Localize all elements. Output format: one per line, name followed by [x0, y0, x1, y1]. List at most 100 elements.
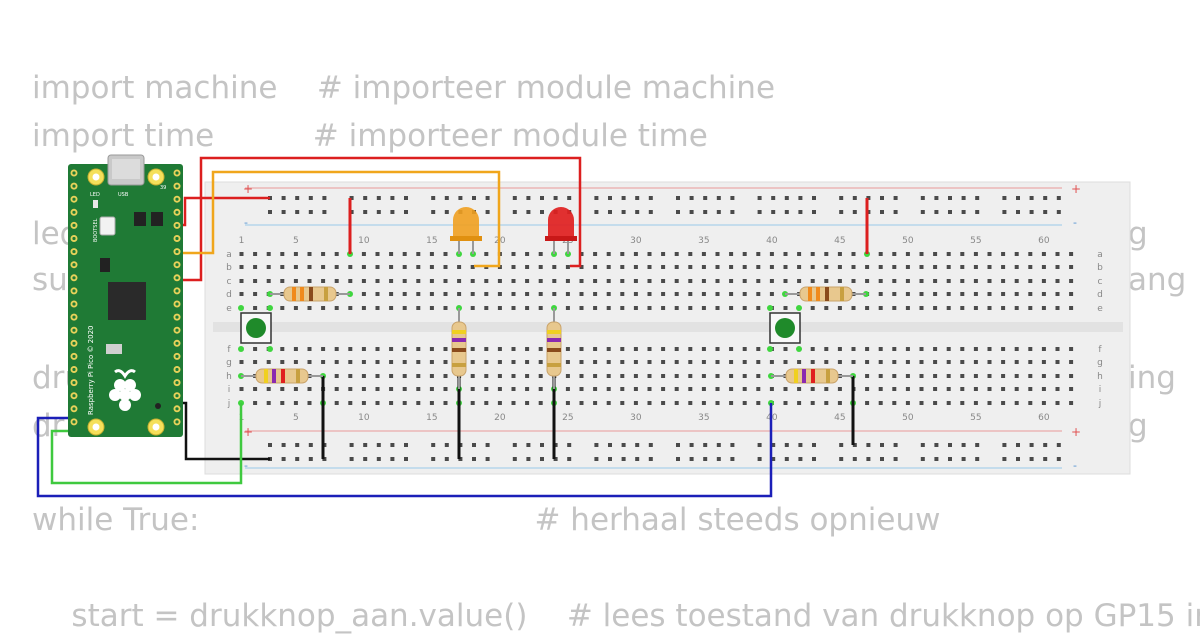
- breadboard-hole: [905, 265, 910, 269]
- row-letter: b: [226, 263, 232, 273]
- breadboard-hole: [565, 347, 570, 351]
- rail-hole: [621, 196, 626, 200]
- breadboard-hole: [892, 252, 897, 256]
- breadboard-hole: [715, 306, 720, 310]
- rail-hole: [526, 196, 531, 200]
- breadboard-hole: [742, 387, 747, 391]
- breadboard-hole: [674, 360, 679, 364]
- breadboard-hole: [375, 306, 380, 310]
- connection-dot: [767, 346, 773, 352]
- rail-hole: [689, 457, 694, 461]
- breadboard-hole: [987, 360, 992, 364]
- column-number: 50: [902, 413, 914, 423]
- blue-wire-pico-to-right-button: [36, 403, 773, 498]
- rail-hole: [268, 210, 272, 214]
- breadboard-hole: [443, 360, 448, 364]
- breadboard-hole: [497, 306, 502, 310]
- breadboard-hole: [1069, 387, 1074, 391]
- breadboard-hole: [416, 279, 421, 283]
- breadboard-hole: [457, 279, 462, 283]
- breadboard-hole: [878, 347, 883, 351]
- breadboard-hole: [797, 401, 802, 405]
- rail-hole: [431, 443, 436, 447]
- breadboard-hole: [620, 360, 625, 364]
- breadboard-hole: [280, 401, 285, 405]
- breadboard-hole: [593, 347, 598, 351]
- rp2040-chip: [108, 282, 146, 320]
- breadboard-hole: [797, 279, 802, 283]
- breadboard-hole: [919, 252, 924, 256]
- column-number: 40: [766, 236, 778, 246]
- breadboard-hole: [1069, 252, 1074, 256]
- breadboard-hole: [1001, 347, 1006, 351]
- rail-hole: [1056, 196, 1061, 200]
- rail-hole: [1002, 196, 1007, 200]
- pico-pins: [70, 169, 181, 426]
- row-letter: i: [228, 385, 231, 395]
- breadboard-hole: [1014, 252, 1019, 256]
- rail-hole: [920, 210, 925, 214]
- column-number: 10: [358, 413, 370, 423]
- breadboard-hole: [593, 306, 598, 310]
- breadboard-hole: [321, 252, 326, 256]
- breadboard-hole: [674, 347, 679, 351]
- rail-hole: [757, 210, 762, 214]
- code-line-while-true: while True: # herhaal steeds opnieuw: [32, 502, 941, 538]
- breadboard-hole: [429, 347, 434, 351]
- row-letter: c: [227, 277, 232, 287]
- rail-hole: [281, 443, 286, 447]
- breadboard-hole: [1041, 265, 1046, 269]
- breadboard-hole: [960, 401, 965, 405]
- rail-hole: [444, 443, 449, 447]
- breadboard-hole: [1055, 252, 1060, 256]
- breadboard-hole: [892, 360, 897, 364]
- breadboard-hole: [416, 306, 421, 310]
- breadboard-hole: [647, 387, 652, 391]
- rail-hole: [540, 457, 544, 461]
- rail-hole: [594, 443, 599, 447]
- breadboard-hole: [1014, 374, 1019, 378]
- breadboard-hole: [443, 279, 448, 283]
- breadboard-hole: [933, 401, 938, 405]
- breadboard-hole: [756, 252, 761, 256]
- breadboard-hole: [701, 252, 706, 256]
- breadboard-hole: [606, 306, 611, 310]
- column-number: 30: [630, 413, 642, 423]
- breadboard-hole: [960, 360, 965, 364]
- breadboard-hole: [1028, 360, 1033, 364]
- rail-hole: [798, 196, 803, 200]
- breadboard-hole: [905, 360, 910, 364]
- breadboard-hole: [443, 292, 448, 296]
- rail-hole: [948, 196, 952, 200]
- rail-hole: [608, 443, 612, 447]
- rail-hole: [540, 210, 544, 214]
- breadboard-hole: [307, 401, 312, 405]
- row-letter: a: [1097, 250, 1103, 260]
- rail-hole: [771, 196, 776, 200]
- breadboard-hole: [334, 347, 339, 351]
- breadboard-hole: [769, 387, 774, 391]
- breadboard-hole: [810, 360, 815, 364]
- breadboard-hole: [457, 265, 462, 269]
- breadboard-hole: [348, 401, 353, 405]
- rail-hole: [703, 210, 708, 214]
- breadboard-hole: [402, 279, 407, 283]
- breadboard-hole: [633, 360, 638, 364]
- rail-hole: [376, 210, 381, 214]
- breadboard-hole: [905, 347, 910, 351]
- breadboard-hole: [253, 292, 258, 296]
- breadboard-hole: [579, 279, 584, 283]
- rail-hole: [703, 457, 708, 461]
- rail-hole: [485, 457, 490, 461]
- rail-hole: [676, 210, 680, 214]
- breadboard-hole: [946, 347, 951, 351]
- breadboard-hole: [579, 265, 584, 269]
- breadboard-hole: [389, 387, 394, 391]
- breadboard-hole: [851, 347, 856, 351]
- rail-hole: [431, 196, 436, 200]
- breadboard-hole: [729, 347, 734, 351]
- rail-hole: [689, 443, 694, 447]
- breadboard-hole: [389, 265, 394, 269]
- breadboard-hole: [416, 401, 421, 405]
- rail-hole: [1016, 196, 1020, 200]
